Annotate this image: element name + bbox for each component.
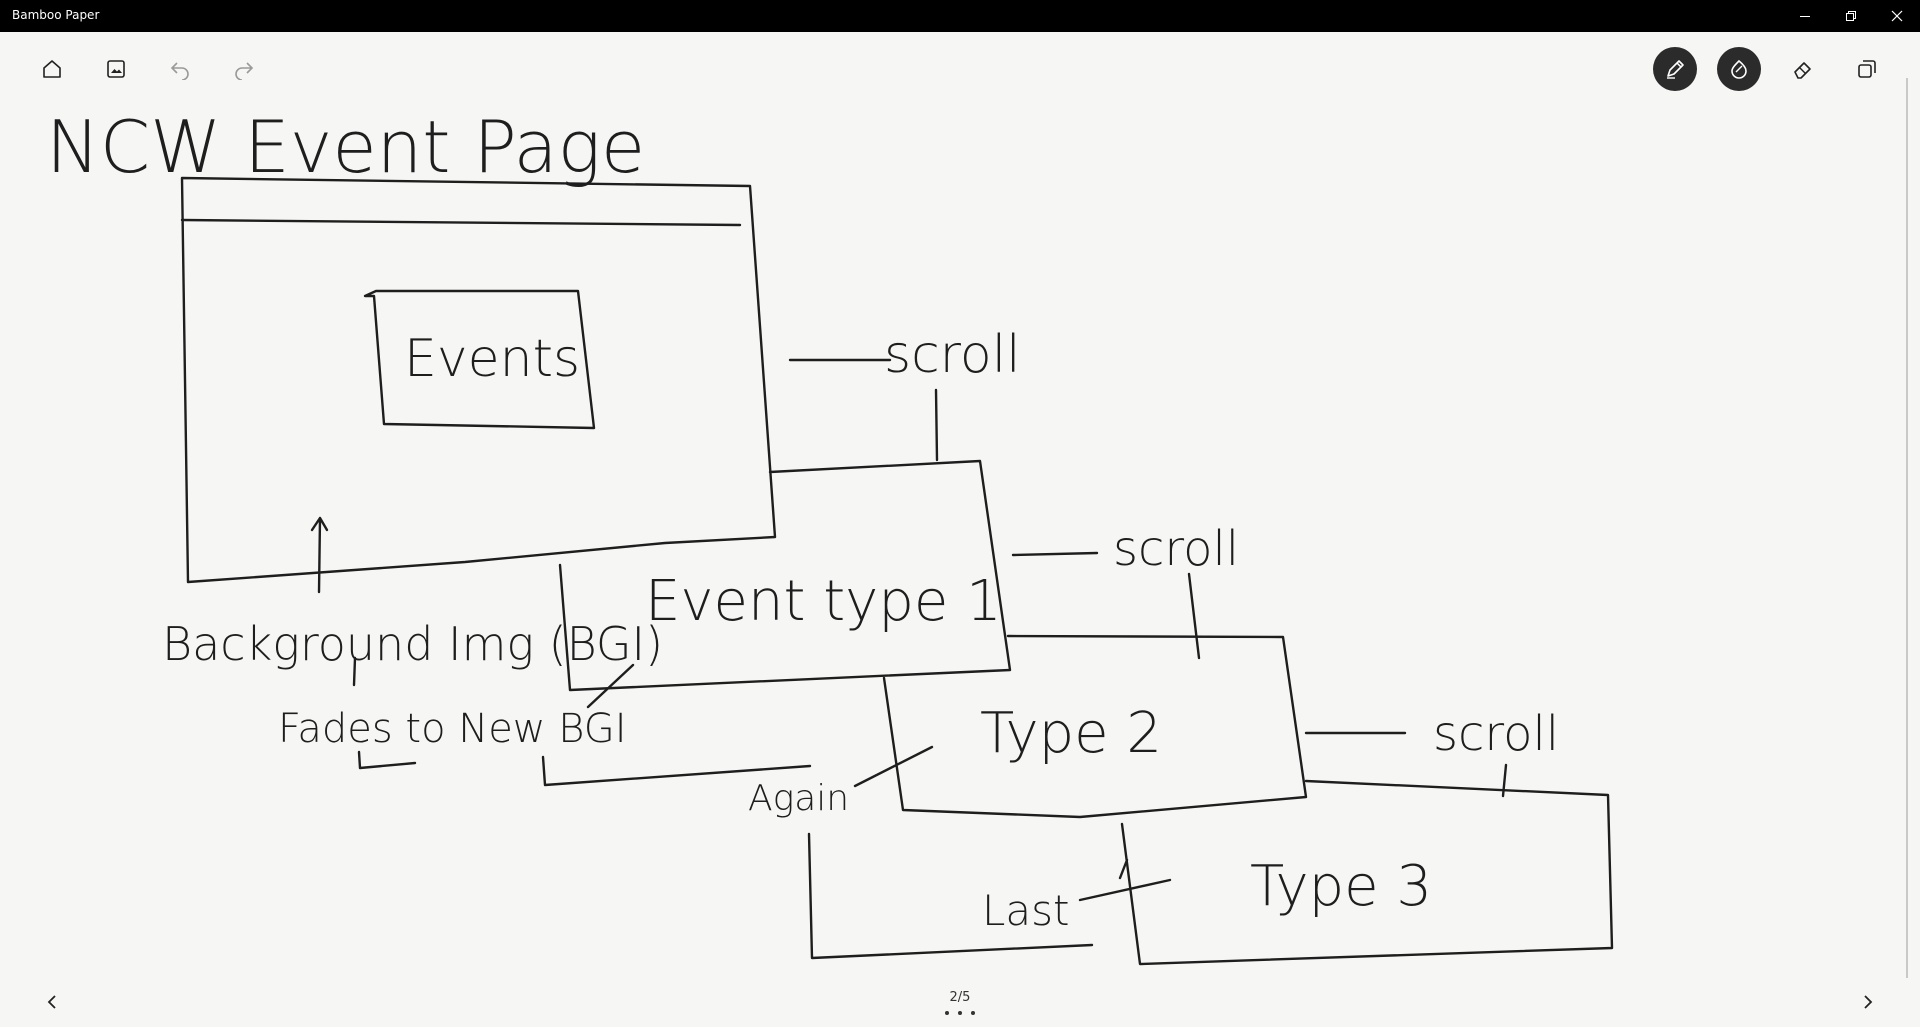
- type-2-box: [882, 634, 1308, 819]
- insert-image-button[interactable]: [94, 47, 138, 91]
- minimize-button[interactable]: [1782, 0, 1828, 32]
- redo-icon: [235, 62, 254, 80]
- fades-connector: [352, 656, 417, 770]
- background-note: Background Img (BGI): [162, 617, 663, 671]
- scroll-3-label: scroll: [1433, 706, 1559, 762]
- events-box: [363, 289, 596, 430]
- again-note: Again: [748, 778, 849, 819]
- brush-tool-icon: [1731, 59, 1747, 79]
- crop-button[interactable]: [1845, 47, 1889, 91]
- vertical-scrollbar[interactable]: [1906, 78, 1908, 978]
- previous-page-button[interactable]: [35, 985, 69, 1019]
- more-options-button[interactable]: [945, 1009, 975, 1017]
- restore-icon: [1846, 11, 1856, 21]
- chevron-right-icon: [1864, 995, 1873, 1009]
- type-2-label: Type 2: [980, 701, 1162, 766]
- more-dot-icon: [945, 1011, 949, 1015]
- event-type-1-label: Event type 1: [645, 569, 1002, 634]
- scroll-1-connector: [788, 358, 939, 462]
- title-bar: Bamboo Paper: [0, 0, 1920, 32]
- window-title: Bamboo Paper: [12, 8, 100, 22]
- redo-button[interactable]: [222, 47, 266, 91]
- events-label: Events: [404, 329, 580, 389]
- home-icon: [43, 60, 61, 78]
- fades-note: Fades to New BGI: [278, 706, 627, 752]
- undo-button[interactable]: [158, 47, 202, 91]
- scroll-3-connector: [1304, 731, 1508, 798]
- drawing-canvas[interactable]: NCW Event Page Events Event type 1 Type …: [0, 32, 1905, 1027]
- type-3-label: Type 3: [1250, 854, 1432, 919]
- chevron-left-icon: [47, 995, 56, 1009]
- scroll-2-connector: [1011, 551, 1201, 660]
- minimize-icon: [1800, 16, 1810, 17]
- scroll-2-label: scroll: [1113, 521, 1239, 577]
- more-dot-icon: [958, 1011, 962, 1015]
- pen-tool-button[interactable]: [1653, 47, 1697, 91]
- eraser-icon: [1794, 62, 1811, 79]
- more-dot-icon: [971, 1011, 975, 1015]
- event-type-1-box: [558, 459, 1012, 692]
- close-icon: [1891, 10, 1903, 22]
- restore-button[interactable]: [1828, 0, 1874, 32]
- crop-icon: [1858, 60, 1876, 78]
- last-bracket: [807, 832, 1172, 960]
- page-frame: [180, 176, 777, 584]
- header-line: [180, 218, 742, 227]
- eraser-button[interactable]: [1781, 47, 1825, 91]
- scroll-1-label: scroll: [884, 325, 1021, 385]
- page-indicator: 2/5: [949, 990, 971, 1005]
- image-insert-icon: [107, 60, 125, 78]
- background-arrow: [310, 516, 329, 594]
- next-page-button[interactable]: [1851, 985, 1885, 1019]
- type-3-box: [1120, 779, 1614, 966]
- undo-icon: [170, 62, 189, 80]
- close-button[interactable]: [1874, 0, 1920, 32]
- pen-tool-icon: [1667, 60, 1684, 79]
- last-note: Last: [982, 886, 1070, 935]
- brush-tool-button[interactable]: [1717, 47, 1761, 91]
- sketch-title: NCW Event Page: [46, 105, 645, 189]
- again-bracket: [541, 663, 934, 788]
- home-button[interactable]: [30, 47, 74, 91]
